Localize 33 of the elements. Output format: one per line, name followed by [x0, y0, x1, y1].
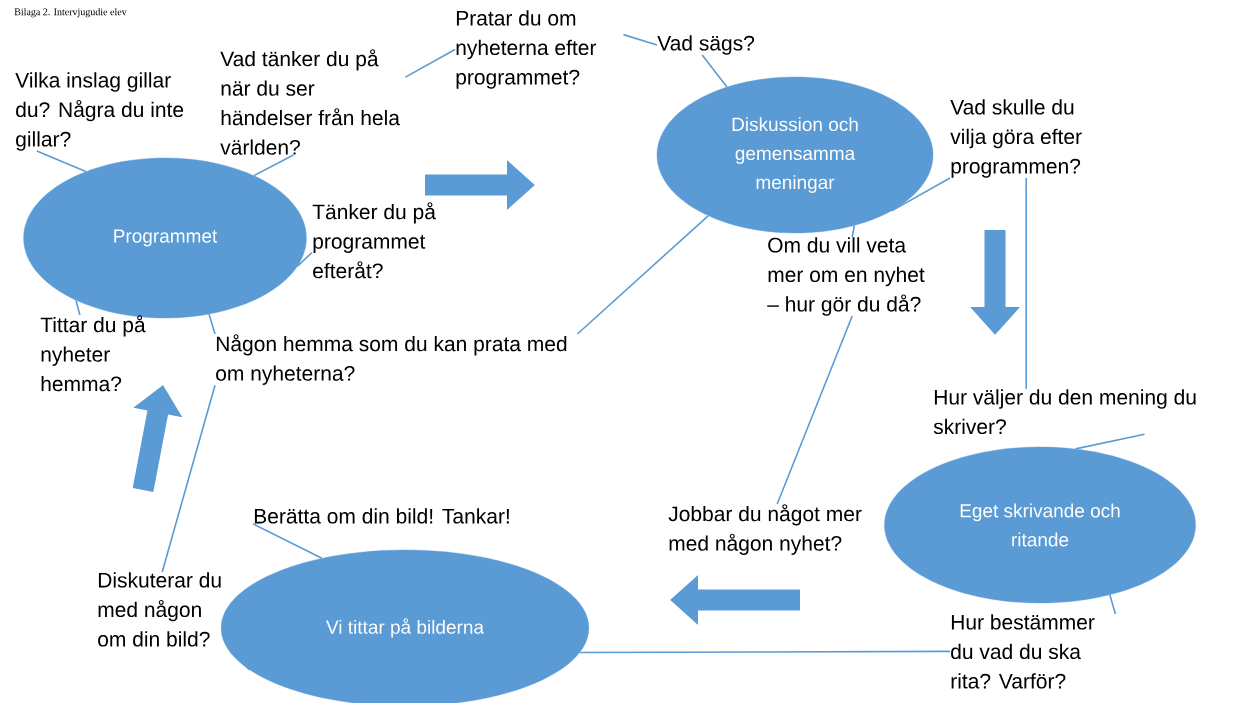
leader-line [296, 251, 313, 267]
question-text: Vad sägs? [657, 35, 755, 55]
leader-line [226, 646, 251, 671]
question-text: Om du vill veta mer om en nyhet – hur gör du då? [767, 237, 925, 316]
leader-line [404, 48, 456, 78]
question-text: Berätta om din bild! Tankar! [254, 508, 509, 524]
leader-line [252, 523, 323, 560]
leader-line [776, 315, 853, 505]
page-title: Bilaga 2. Intervjugudie elev [14, 8, 127, 18]
leader-line [161, 384, 216, 573]
leader-line [253, 154, 295, 177]
leader-line [1109, 594, 1117, 615]
question-text: Pratar du om nyheterna efter programmet? [456, 10, 597, 89]
question-text: Någon hemma som du kan prata med om nyheterna? [216, 334, 567, 385]
leader-line [576, 215, 709, 335]
question-text: Vad skulle du vilja göra efter programmen? [950, 99, 1082, 178]
question-text: Tänker du på programmet efteråt? [312, 202, 436, 279]
leader-line [622, 33, 658, 46]
question-text: Hur bestämmer du vad du ska rita? Varför? [951, 614, 1095, 689]
leader-line [701, 54, 728, 88]
leader-line [36, 150, 87, 173]
question-text: Vilka inslag gillar du? Några du inte gillar? [15, 72, 184, 151]
leader-line [851, 224, 856, 238]
leader-line [890, 177, 951, 212]
question-text: Jobbar du något mer med någon nyhet? [668, 504, 862, 555]
leader-line [75, 299, 81, 316]
leader-line [1074, 433, 1146, 450]
leader-line [578, 650, 951, 654]
question-text: Hur väljer du den mening du skriver? [933, 389, 1196, 435]
question-text: Vad tänker du på när du ser händelser från hela världen? [220, 49, 400, 155]
leader-line [208, 313, 216, 335]
leader-line [1025, 177, 1027, 390]
question-text: Diskuterar du med någon om din bild? [98, 572, 221, 647]
